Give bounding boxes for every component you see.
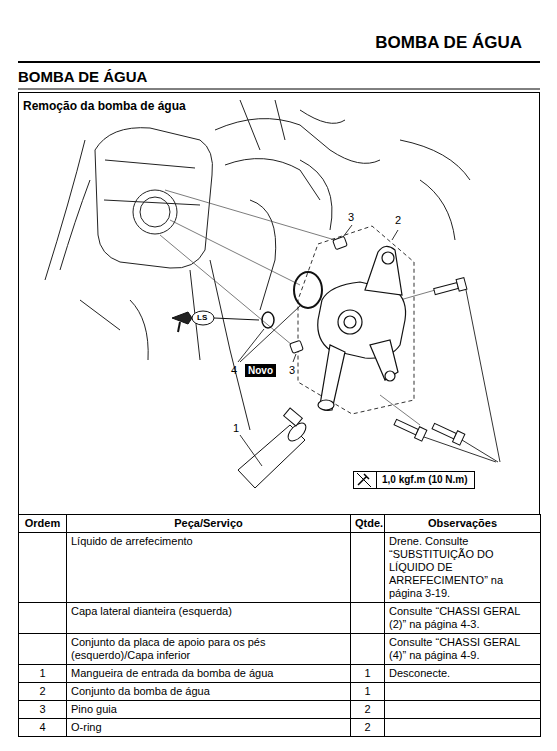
table-cell: 4 bbox=[19, 719, 67, 737]
table-cell: Conjunto da placa de apoio para os pés (… bbox=[67, 634, 351, 665]
cell-text: 4 bbox=[39, 721, 45, 733]
cell-text: 3 bbox=[39, 703, 45, 715]
table-cell: Desconecte. bbox=[385, 665, 541, 683]
table-cell bbox=[19, 634, 67, 665]
callout-number: 4 bbox=[231, 364, 237, 376]
table-cell: Drene. Consulte “SUBSTITUIÇÃO DO LÍQUIDO… bbox=[385, 533, 541, 603]
column-header: Qtde. bbox=[355, 517, 383, 529]
table-cell: Líquido de arrefecimento bbox=[67, 533, 351, 603]
water-pump bbox=[318, 246, 406, 410]
torque-leaders bbox=[424, 290, 500, 462]
table-cell: Consulte “CHASSI GERAL (4)” na página 4-… bbox=[385, 634, 541, 665]
table-cell: 3 bbox=[19, 701, 67, 719]
callout-number: 3 bbox=[289, 364, 295, 376]
cell-text: Conjunto da placa de apoio para os pés (… bbox=[71, 636, 265, 661]
table-cell: O-ring bbox=[67, 719, 351, 737]
table-cell: Conjunto da bomba de água bbox=[67, 683, 351, 701]
table-cell: Observações bbox=[385, 515, 541, 533]
cell-text: Capa lateral dianteira (esquerda) bbox=[71, 605, 232, 617]
column-header: Observações bbox=[428, 517, 497, 529]
cell-text: Consulte “CHASSI GERAL (2)” na página 4-… bbox=[389, 605, 520, 630]
callout-number: 1 bbox=[233, 422, 239, 434]
cell-text: 2 bbox=[364, 721, 370, 733]
new-part-tag: Novo bbox=[245, 364, 276, 377]
table-cell: 1 bbox=[19, 665, 67, 683]
cell-text: Drene. Consulte “SUBSTITUIÇÃO DO LÍQUIDO… bbox=[389, 535, 503, 599]
cell-text: 2 bbox=[39, 685, 45, 697]
box-text: Novo bbox=[248, 365, 273, 376]
table-cell bbox=[385, 719, 541, 737]
table-cell bbox=[351, 533, 385, 603]
table-cell bbox=[19, 533, 67, 603]
table-cell: 2 bbox=[351, 719, 385, 737]
cell-text: Consulte “CHASSI GERAL (4)” na página 4-… bbox=[389, 636, 520, 661]
table-cell: 2 bbox=[19, 683, 67, 701]
cell-text: 1 bbox=[364, 685, 370, 697]
table-cell: Capa lateral dianteira (esquerda) bbox=[67, 603, 351, 634]
parts-table: Ordem Peça/Serviço Qtde. ObservaçõesLíquido… bbox=[18, 514, 541, 737]
page-header: BOMBA DE ÁGUA bbox=[375, 33, 522, 53]
header-rule bbox=[18, 61, 540, 63]
table-cell: Peça/Serviço bbox=[67, 515, 351, 533]
table-cell: Pino guia bbox=[67, 701, 351, 719]
cell-text: Desconecte. bbox=[389, 667, 450, 679]
callout-number: 3 bbox=[348, 211, 354, 223]
alignment-lines bbox=[160, 190, 460, 425]
cell-text: Conjunto da bomba de água bbox=[71, 685, 210, 697]
callout-number: 2 bbox=[395, 214, 401, 226]
torque-spec-box: 1,0 kgf.m (10 N.m) bbox=[353, 471, 475, 489]
dowel-pins bbox=[290, 236, 348, 353]
table-cell: Qtde. bbox=[351, 515, 385, 533]
mounting-bolts bbox=[393, 278, 467, 445]
cell-text: 2 bbox=[364, 703, 370, 715]
callout-leaders bbox=[238, 225, 398, 466]
column-header: Ordem bbox=[25, 517, 60, 529]
table-cell bbox=[351, 634, 385, 665]
table-cell: Mangueira de entrada da bomba de água bbox=[67, 665, 351, 683]
table-cell: 1 bbox=[351, 683, 385, 701]
icon-separator bbox=[376, 472, 377, 488]
wrench-icon bbox=[357, 473, 371, 487]
table-cell: 1 bbox=[351, 665, 385, 683]
grease-gun-icon bbox=[172, 311, 259, 332]
cell-text: O-ring bbox=[71, 721, 102, 733]
inlet-hose bbox=[238, 408, 309, 488]
cell-text: Mangueira de entrada da bomba de água bbox=[71, 667, 273, 679]
cell-text: Líquido de arrefecimento bbox=[71, 535, 193, 547]
table-cell bbox=[385, 683, 541, 701]
small-o-ring bbox=[262, 312, 274, 328]
frame-heading: Remoção da bomba de água bbox=[23, 99, 186, 113]
table-cell: 2 bbox=[351, 701, 385, 719]
table-cell bbox=[19, 603, 67, 634]
cell-text: 1 bbox=[39, 667, 45, 679]
lubricant-symbol: LS bbox=[197, 312, 207, 324]
box-text: 1,0 kgf.m (10 N.m) bbox=[382, 474, 468, 485]
title-rule bbox=[18, 89, 540, 90]
table-cell: Consulte “CHASSI GERAL (2)” na página 4-… bbox=[385, 603, 541, 634]
table-cell bbox=[385, 701, 541, 719]
section-title: BOMBA DE ÁGUA bbox=[18, 68, 147, 85]
table-cell: Ordem bbox=[19, 515, 67, 533]
column-header: Peça/Serviço bbox=[174, 517, 243, 529]
cell-text: Pino guia bbox=[71, 703, 117, 715]
cell-text: 1 bbox=[364, 667, 370, 679]
assembly-outline bbox=[298, 226, 414, 414]
table-cell bbox=[351, 603, 385, 634]
engine-drawing bbox=[45, 100, 470, 430]
large-o-ring bbox=[294, 272, 322, 308]
